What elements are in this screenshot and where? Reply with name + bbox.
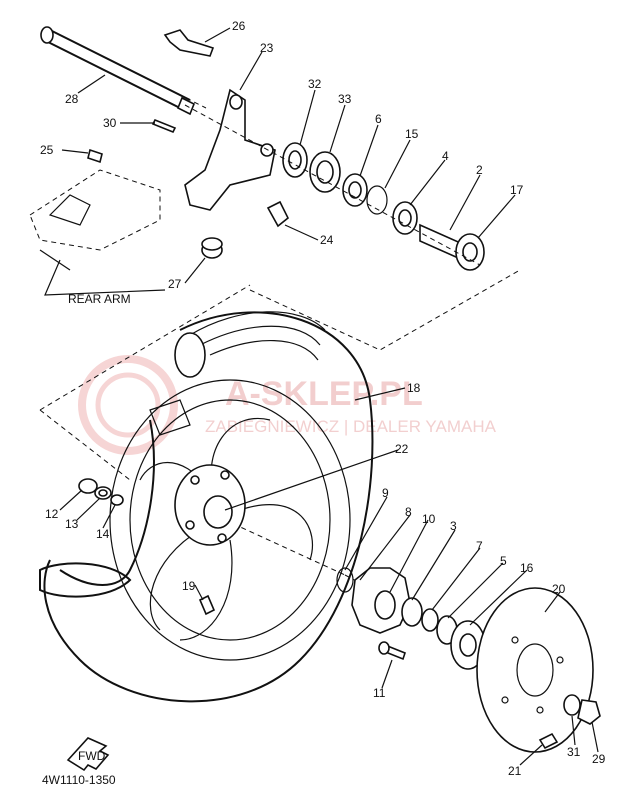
callout-18: 18: [407, 381, 421, 395]
callout-21: 21: [508, 764, 522, 778]
leader-lines: [59, 27, 599, 766]
callout-2: 2: [476, 163, 483, 177]
callout-5: 5: [500, 554, 507, 568]
washers-12-13-14: [78, 478, 124, 506]
callout-17: 17: [510, 183, 524, 197]
callout-12: 12: [45, 507, 59, 521]
callout-6: 6: [375, 112, 382, 126]
callout-14: 14: [96, 527, 110, 541]
callout-24: 24: [320, 233, 334, 247]
watermark-brand: A-SKLEP.PL: [225, 375, 423, 413]
bolt-25: [87, 148, 103, 164]
bearing-stack: [282, 142, 485, 271]
callout-19: 19: [182, 579, 196, 593]
bolt-11: [378, 641, 406, 661]
callout-32: 32: [308, 77, 322, 91]
tire-section: [39, 562, 132, 598]
callout-13: 13: [65, 517, 79, 531]
collar-27: [201, 237, 223, 259]
rear-arm-label: REAR ARM: [68, 292, 131, 306]
bolt-21: [538, 732, 559, 750]
callout-22: 22: [395, 442, 409, 456]
callout-28: 28: [65, 92, 79, 106]
watermark-dealer: ZABIEGNIEWICZ | DEALER YAMAHA: [205, 417, 497, 436]
callout-25: 25: [40, 143, 54, 157]
fwd-arrow-icon: FWD: [66, 737, 110, 772]
brake-disc-20: [476, 587, 594, 753]
callout-29: 29: [592, 752, 606, 766]
hub-components: [336, 567, 486, 670]
caliper-bracket: [184, 88, 276, 211]
bolt-30: [151, 118, 177, 134]
callout-3: 3: [450, 519, 457, 533]
callout-11: 11: [373, 686, 386, 700]
callout-8: 8: [405, 505, 412, 519]
part-24: [266, 200, 290, 228]
callout-16: 16: [520, 561, 534, 575]
callout-15: 15: [405, 127, 419, 141]
callout-20: 20: [552, 582, 566, 596]
catalog-code: 4W1110-1350: [42, 773, 116, 787]
callout-27: 27: [168, 277, 182, 291]
watermark: A-SKLEP.PL ZABIEGNIEWICZ | DEALER YAMAHA: [78, 355, 497, 455]
callout-30: 30: [103, 116, 117, 130]
tire-and-wheel: [43, 311, 374, 703]
callout-7: 7: [476, 539, 483, 553]
callout-10: 10: [422, 512, 436, 526]
callout-26: 26: [232, 19, 246, 33]
callout-numbers: 26 23 28 32 33 6 15 4 2 17 30 25 24 27 1…: [40, 19, 606, 778]
callout-4: 4: [442, 149, 449, 163]
callout-33: 33: [338, 92, 352, 106]
fwd-label: FWD: [78, 749, 106, 763]
bracket-26: [163, 29, 215, 57]
callout-31: 31: [567, 745, 581, 759]
nut-31-29: [563, 694, 601, 725]
callout-23: 23: [260, 41, 274, 55]
callout-9: 9: [382, 486, 389, 500]
rear-arm-outline: REAR ARM: [29, 169, 166, 306]
axle-part: [40, 26, 207, 116]
